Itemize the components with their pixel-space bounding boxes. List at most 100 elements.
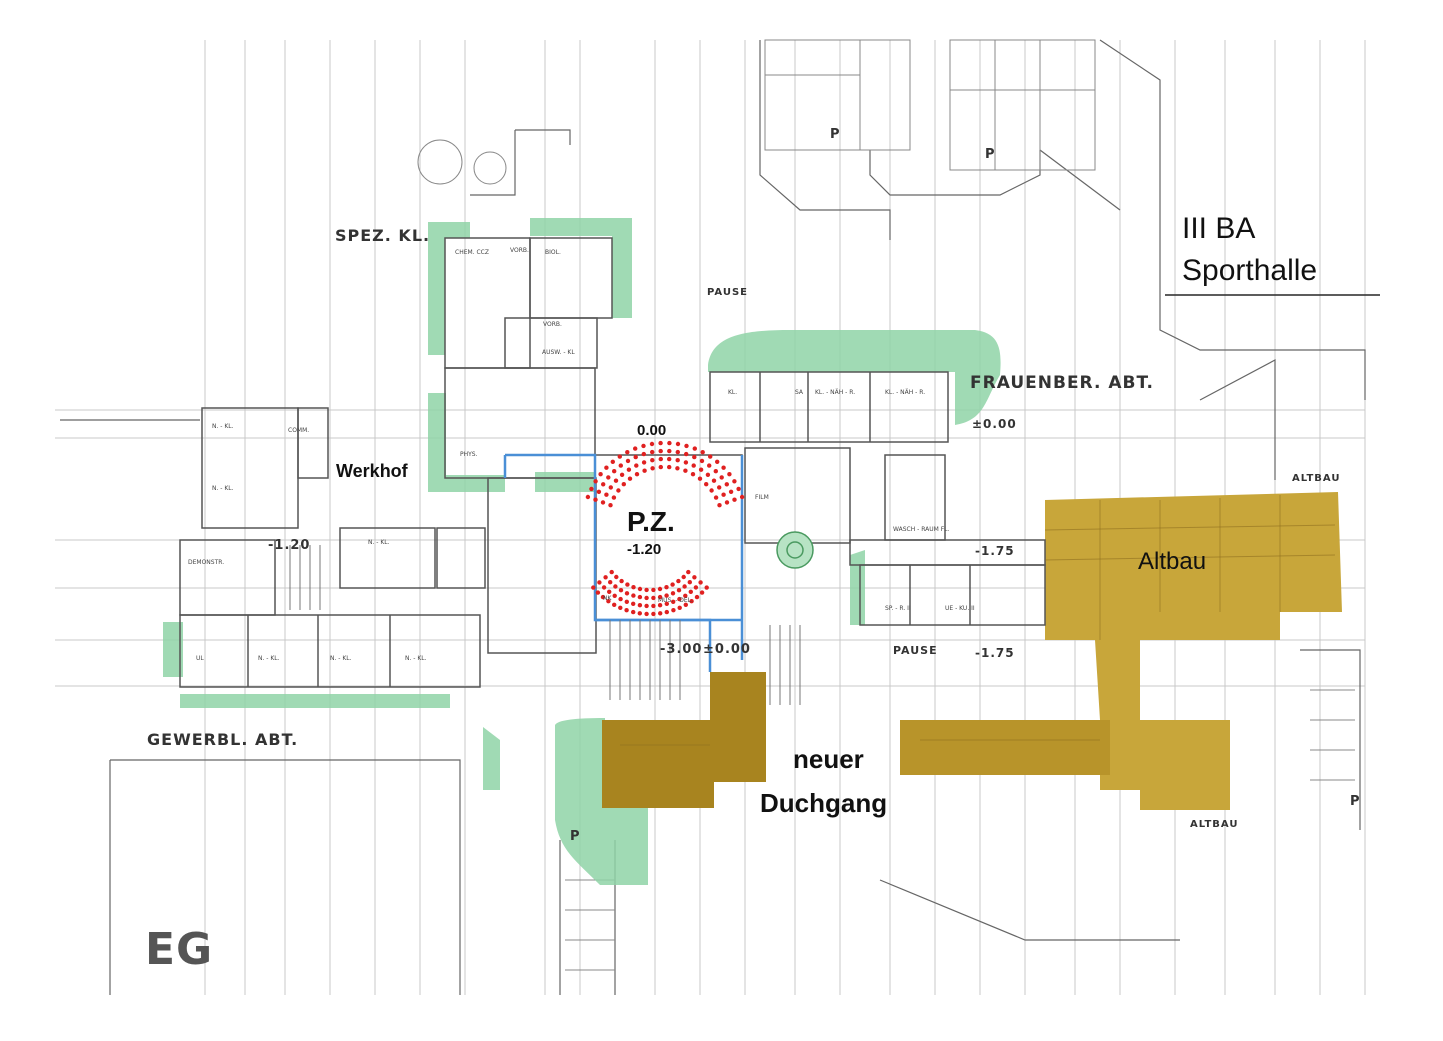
seat-dot: [637, 603, 643, 608]
seat-dot: [618, 596, 623, 602]
seat-dot: [634, 472, 640, 477]
room-label: N. - KL.: [330, 655, 352, 662]
stairs: [289, 545, 801, 705]
room-label: NK: [603, 595, 612, 602]
seat-dot: [658, 611, 663, 616]
seat-dot: [625, 450, 630, 455]
seat-dot: [597, 580, 602, 585]
eg-label: EG: [145, 924, 214, 975]
tree-icon: [776, 531, 814, 569]
seat-dot: [619, 472, 625, 477]
seat-dot: [698, 467, 704, 472]
green-lower-small: [483, 727, 500, 790]
seat-dot: [616, 488, 621, 493]
room-label: UE - KU. II: [945, 605, 975, 612]
seat-dot: [644, 611, 649, 617]
parking-marker: P: [830, 127, 841, 142]
seat-dot: [705, 472, 711, 477]
room-label: VORB.: [510, 247, 529, 254]
seat-dot: [600, 594, 606, 600]
seat-dot: [651, 603, 656, 609]
seat-dot: [644, 603, 649, 609]
room-label: CHEM. CCZ: [455, 249, 489, 256]
seat-dot: [686, 569, 691, 575]
level-300: -3.00: [660, 642, 703, 657]
werkhof-label: Werkhof: [336, 461, 408, 481]
iii-ba-label: III BA: [1182, 212, 1256, 245]
seat-dot: [612, 593, 617, 598]
parking-marker: P: [985, 147, 996, 162]
seat-dot: [671, 608, 676, 613]
seat-dot: [675, 458, 680, 463]
seat-dot: [591, 585, 596, 590]
seat-dot: [651, 611, 656, 617]
seat-dot: [676, 588, 682, 593]
seat-dot: [631, 601, 636, 606]
room-label: N. - KL.: [212, 423, 234, 430]
altbau-block: [1045, 492, 1342, 810]
seat-dot: [684, 443, 689, 449]
seat-dot: [724, 482, 729, 487]
seat-dot: [595, 590, 601, 595]
seat-dot: [700, 450, 705, 455]
seat-dot: [688, 589, 693, 594]
level-000-pz: 0.00: [637, 422, 667, 439]
seat-dot: [658, 464, 663, 470]
seat-dot: [631, 593, 636, 598]
spez-kl-label: SPEZ. KL.: [335, 226, 431, 245]
seat-dot: [598, 472, 603, 477]
seat-dot: [724, 500, 730, 505]
seat-dot: [650, 466, 655, 471]
seat-dot: [621, 482, 626, 487]
seat-dot: [711, 478, 717, 483]
seat-dot: [707, 463, 712, 468]
room-label: FILM: [755, 494, 769, 501]
seat-dot: [667, 464, 672, 470]
seat-dot: [717, 485, 722, 490]
seat-dot: [611, 495, 617, 500]
seat-dot: [692, 575, 697, 580]
seat-dot: [604, 465, 609, 470]
seat-dot: [675, 466, 680, 471]
room-label: AUSW. - KL: [542, 349, 575, 356]
seat-dot: [609, 569, 614, 575]
seating-top: [585, 440, 745, 508]
neuer-label: neuer: [793, 744, 864, 774]
seat-dot: [607, 589, 612, 594]
seat-dot: [624, 599, 629, 604]
room-label: PHYS.: [460, 451, 478, 458]
seat-dot: [637, 594, 643, 600]
seat-dot: [667, 456, 672, 462]
pz-seating: [585, 440, 745, 617]
seat-dot: [677, 605, 682, 610]
seat-dot: [683, 593, 688, 598]
seat-dot: [608, 485, 613, 490]
seat-dot: [699, 590, 705, 595]
seat-dot: [612, 602, 617, 607]
room-label: KL. - NÄH - R.: [885, 389, 926, 396]
seat-dot: [694, 594, 700, 600]
room-label: KL. - NÄH - R.: [815, 389, 856, 396]
green-lower-left: [555, 718, 648, 885]
room-label: SP. - R. II: [885, 605, 911, 612]
seating-bottom: [591, 569, 709, 617]
neuer-block-right: [900, 720, 1110, 775]
seat-dot: [739, 494, 745, 500]
pz-label: P.Z.: [627, 506, 675, 537]
seat-dot: [641, 451, 646, 457]
seat-dot: [732, 497, 737, 502]
seat-dot: [697, 476, 703, 481]
parking-marker: P: [570, 829, 581, 844]
green-right-small: [850, 550, 865, 625]
seat-dot: [641, 443, 646, 449]
seat-dot: [667, 440, 672, 446]
seat-dot: [664, 601, 669, 606]
altbau-inner-walls: [620, 495, 1336, 746]
seat-dot: [667, 448, 672, 454]
green-werkhof: [428, 393, 505, 492]
frauenber-abt-label: FRAUENBER. ABT.: [970, 373, 1154, 393]
parking-bottom: [565, 689, 1355, 971]
room-label: WASCH - RAUM FL.: [893, 526, 950, 533]
green-gewerbl-left: [163, 622, 183, 677]
green-areas: [163, 218, 1001, 885]
